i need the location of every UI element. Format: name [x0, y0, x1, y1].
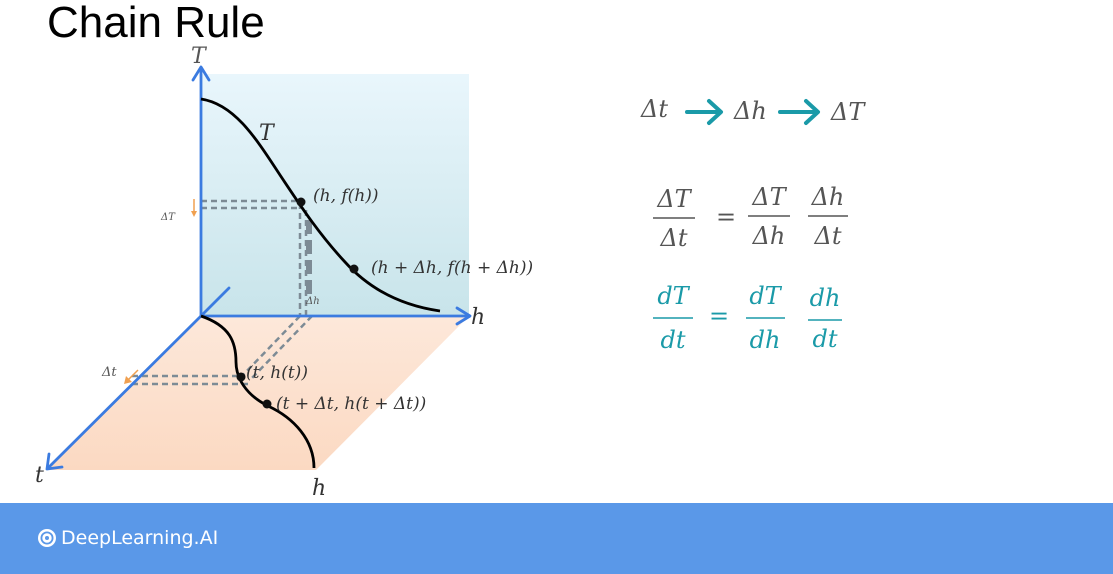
eq2-r2-den: dt: [812, 325, 837, 353]
eq1-r1-den: Δh: [752, 222, 786, 250]
chain-delta-h: Δh: [733, 97, 767, 125]
chain-delta-t: Δt: [640, 95, 668, 123]
point-h-dh: [349, 264, 359, 274]
curve-T: [200, 97, 441, 313]
point-label-h-fh: (h, f(h)): [313, 186, 379, 206]
delta-T-small: ΔT: [160, 212, 176, 223]
eq1-r2-den: Δt: [814, 222, 842, 250]
eq1-lhs-num: ΔT: [656, 185, 692, 213]
point-label-t-dt: (t + Δt, h(t + Δt)): [276, 394, 426, 414]
vertical-plane: [201, 74, 469, 316]
chain-delta-T: ΔT: [830, 98, 866, 126]
equation-delta: ΔT Δt = ΔT Δh Δh Δt: [653, 183, 848, 252]
equation-derivative: dT dt = dT dh dh dt: [653, 282, 842, 354]
slide-title: Chain Rule: [47, 0, 265, 47]
axis-label-h-bottom: h: [312, 476, 326, 501]
curve-label-T: T: [259, 121, 276, 146]
chain-arrow-2: [778, 99, 820, 125]
eq2-equals: =: [709, 302, 729, 330]
deeplearning-logo-icon: [38, 529, 56, 547]
eq2-lhs-num: dT: [657, 282, 690, 310]
curve-h: [200, 314, 316, 469]
axis-label-t: t: [35, 463, 44, 488]
footer-bar: DeepLearning.AI: [0, 503, 1113, 574]
point-t-ht: [236, 372, 246, 382]
point-h-fh: [296, 197, 306, 207]
orange-arrows: [124, 199, 197, 384]
eq1-lhs-den: Δt: [660, 224, 688, 252]
chain-arrow-1: [685, 99, 723, 125]
brand-logo: DeepLearning.AI: [37, 527, 218, 549]
brand-name: DeepLearning.AI: [61, 527, 219, 549]
eq2-r1-num: dT: [749, 282, 782, 310]
horizontal-plane: [47, 316, 469, 470]
eq2-lhs-den: dt: [660, 326, 685, 354]
axes: [45, 65, 472, 471]
eq2-r2-num: dh: [810, 284, 841, 312]
eq2-r1-den: dh: [750, 326, 781, 354]
eq1-r1-num: ΔT: [751, 183, 787, 211]
eq1-r2-num: Δh: [811, 183, 845, 211]
delta-t-small: Δt: [101, 365, 117, 380]
point-label-t-ht: (t, h(t)): [246, 363, 308, 383]
chain-sequence: Δt Δh ΔT: [640, 95, 866, 126]
axis-label-h-top: h: [471, 305, 485, 330]
axis-label-T: T: [191, 44, 208, 69]
delta-h-small: Δh: [305, 296, 320, 307]
point-t-dt: [262, 399, 272, 409]
point-label-h-dh: (h + Δh, f(h + Δh)): [371, 258, 533, 278]
eq1-equals: =: [716, 203, 736, 231]
chain-rule-diagram: T h t h T (h, f(h)) (h + Δh, f(h + Δh)) …: [35, 44, 866, 501]
